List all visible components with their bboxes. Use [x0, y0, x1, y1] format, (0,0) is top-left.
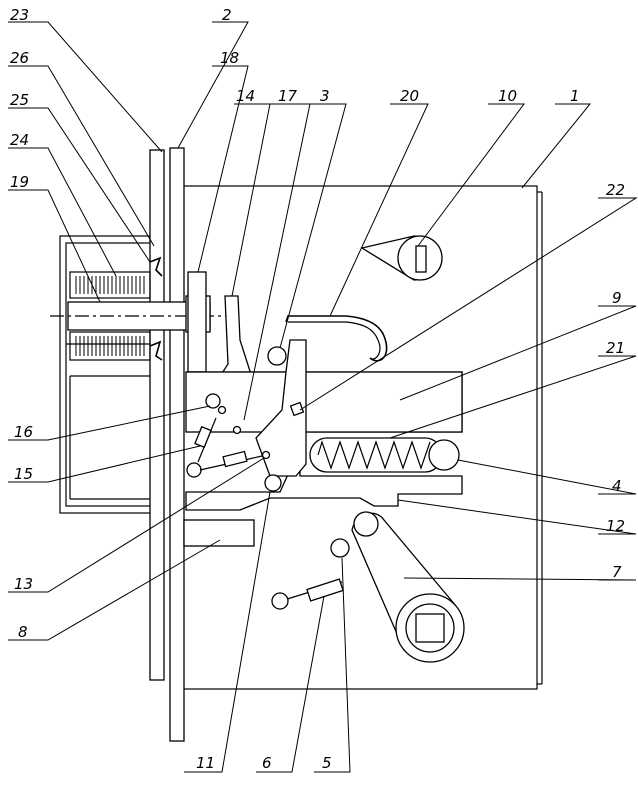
pivot-5 [331, 539, 349, 557]
label-12: 12 [606, 517, 625, 535]
label-7: 7 [612, 563, 622, 581]
cam-10 [362, 236, 442, 280]
label-2: 2 [222, 6, 232, 24]
coil-24-lower [70, 332, 150, 360]
label-10: 10 [498, 87, 517, 105]
pin-13 [263, 452, 270, 459]
pin-17 [234, 427, 241, 434]
coil-24-upper [70, 272, 150, 298]
slide-12 [186, 470, 462, 510]
label-6: 6 [262, 754, 272, 772]
label-16: 16 [14, 423, 33, 441]
roller-4 [429, 440, 459, 470]
plate-23 [150, 150, 164, 680]
link-6 [272, 579, 343, 609]
handle-8 [184, 520, 254, 546]
label-5: 5 [322, 754, 332, 772]
label-23: 23 [10, 6, 29, 24]
label-8: 8 [18, 623, 28, 641]
label-26: 26 [10, 49, 29, 67]
label-13: 13 [14, 575, 33, 593]
label-22: 22 [606, 181, 625, 199]
spring-21 [310, 438, 442, 472]
label-14: 14 [236, 87, 255, 105]
bolt-9 [186, 372, 462, 432]
label-15: 15 [14, 465, 33, 483]
plate-2 [170, 148, 184, 741]
label-25: 25 [10, 91, 29, 109]
small-spring-13 [200, 451, 262, 470]
pin-11 [265, 475, 281, 491]
label-19: 19 [10, 173, 29, 191]
label-3: 3 [320, 87, 330, 105]
label-24: 24 [10, 131, 29, 149]
label-1: 1 [570, 87, 580, 105]
label-9: 9 [612, 289, 622, 307]
lever-18 [188, 272, 206, 372]
lever-7 [352, 512, 464, 662]
pin-3 [268, 347, 286, 365]
label-18: 18 [220, 49, 239, 67]
label-21: 21 [606, 339, 625, 357]
pin-16b [219, 407, 226, 414]
label-4: 4 [612, 477, 622, 495]
label-20: 20 [400, 87, 419, 105]
pin-15-base [187, 463, 201, 477]
label-17: 17 [278, 87, 298, 105]
label-11: 11 [196, 754, 215, 772]
